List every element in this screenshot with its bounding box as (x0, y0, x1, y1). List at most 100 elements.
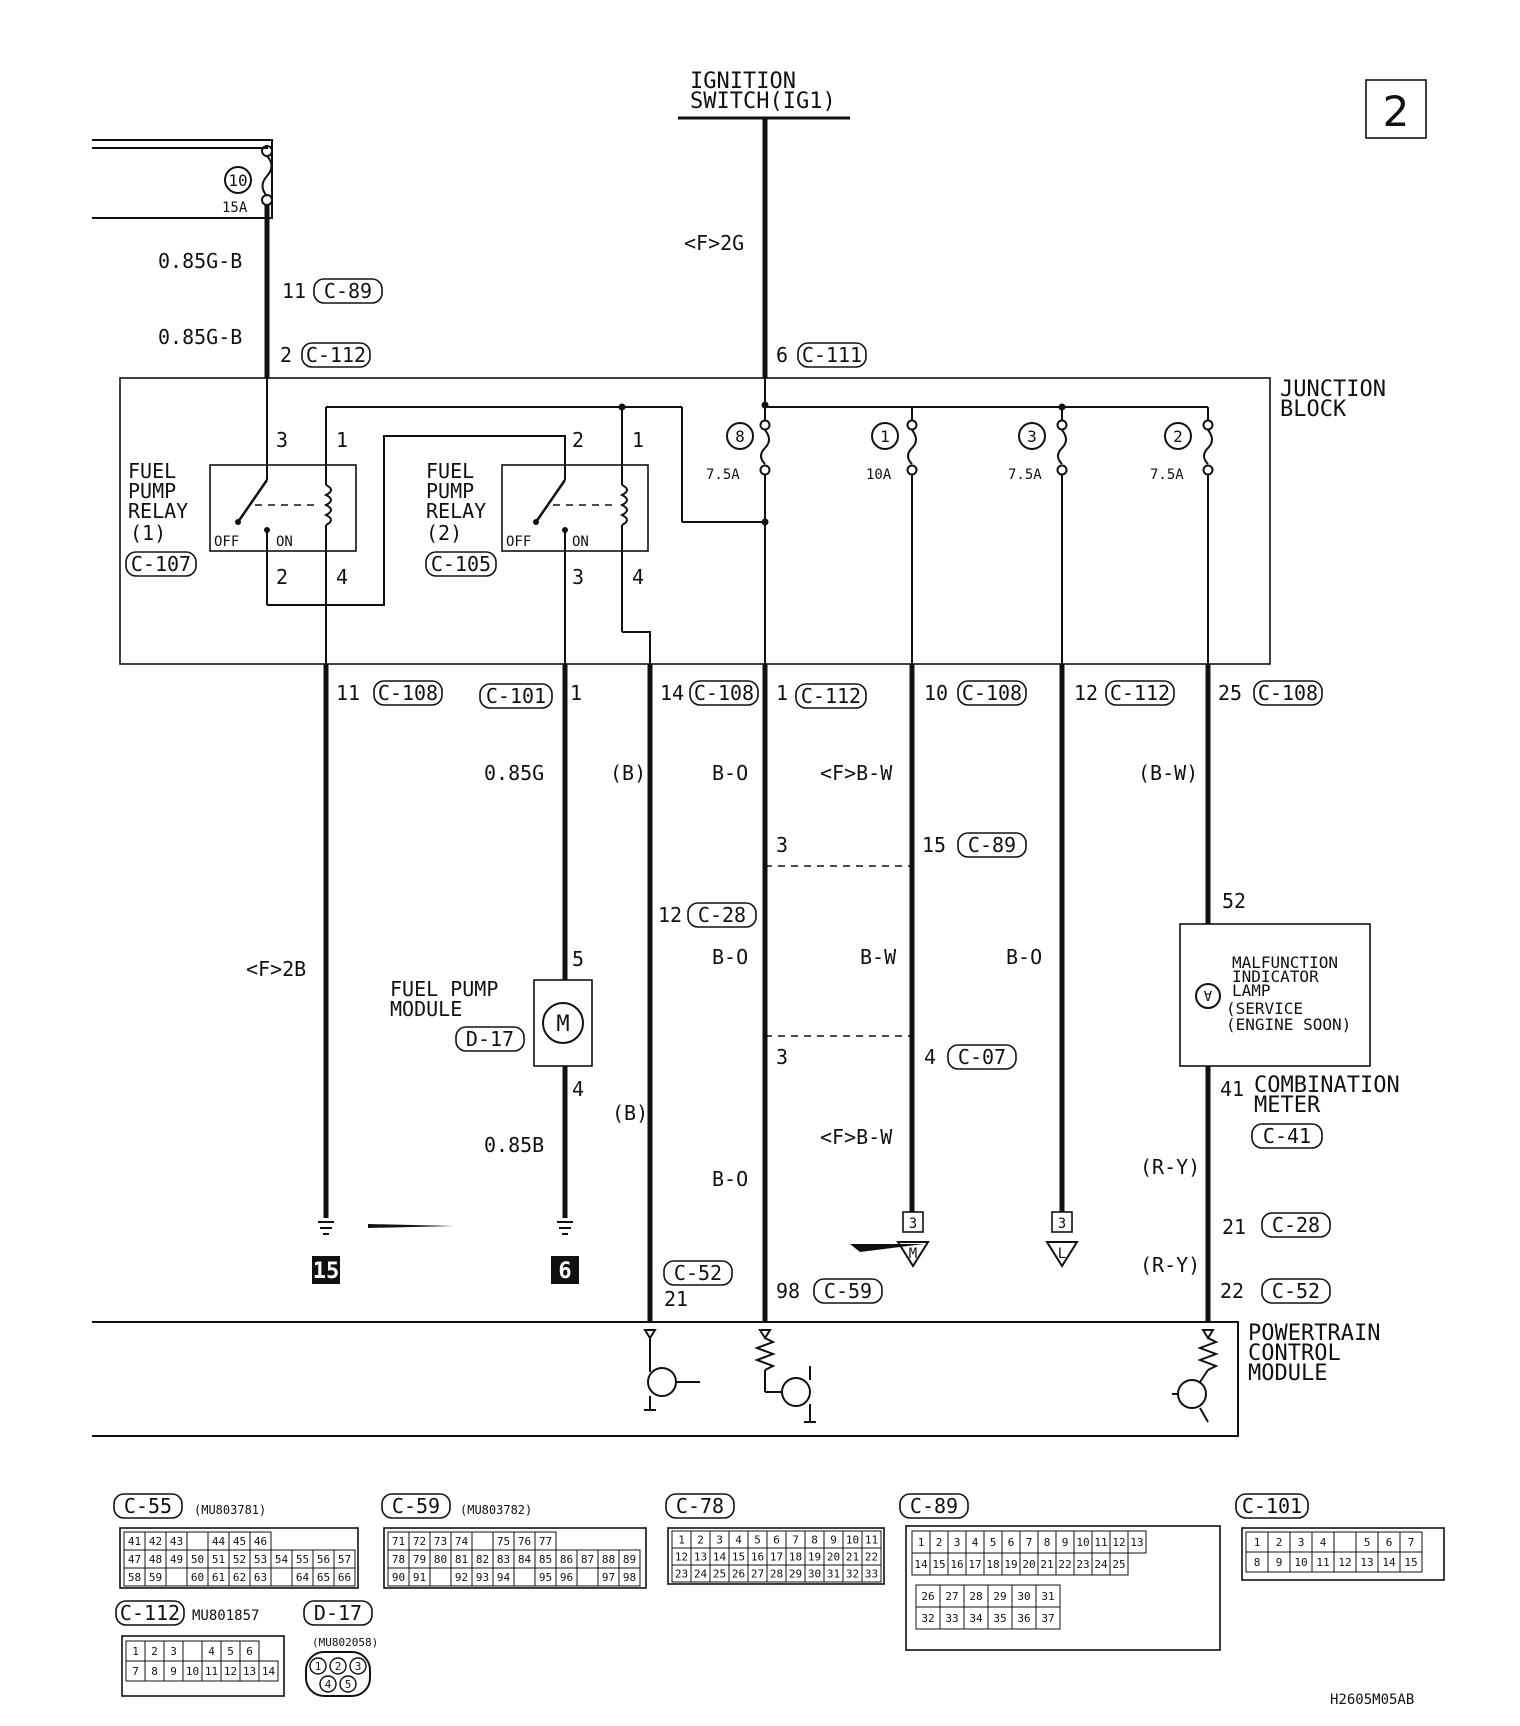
c59-pin: 82 (476, 1553, 489, 1566)
wire-085g-label: 0.85G (484, 761, 544, 785)
d17-pin-circle (329, 1657, 347, 1675)
c89-cell (1127, 1530, 1147, 1554)
c101-pin: 7 (1408, 1536, 1415, 1549)
c55-pin: 48 (149, 1553, 162, 1566)
c89b-cell (1035, 1606, 1061, 1630)
conn-c28-mid-bubble (687, 902, 757, 928)
c59-pin: 72 (413, 1535, 426, 1548)
fpm-motor: M (556, 1012, 569, 1037)
c101-pin: 10 (1294, 1556, 1307, 1569)
c55-pin: 56 (317, 1553, 330, 1566)
c78-pin: 8 (811, 1534, 818, 1547)
ignition-switch-label-1: IGNITION (690, 69, 796, 94)
c55-pin: 50 (191, 1553, 204, 1566)
c59-pin: 86 (560, 1553, 573, 1566)
pcm-conn-1: C-52 (674, 1261, 722, 1285)
c89b-pin: 33 (945, 1612, 958, 1625)
pcm-conn-1-pin: 21 (664, 1287, 688, 1311)
c55-pin: 66 (338, 1571, 351, 1584)
c55-cell (270, 1567, 293, 1587)
c78-pin: 7 (792, 1534, 799, 1547)
relay1-pin3: 3 (276, 428, 288, 452)
c78-pin: 22 (865, 1551, 878, 1564)
c78-label: C-78 (676, 1494, 724, 1518)
fuse10-element (261, 155, 273, 197)
relay1-pin1: 1 (336, 428, 348, 452)
c55-pin: 49 (170, 1553, 183, 1566)
c78-pin: 10 (846, 1534, 859, 1547)
conn-c28-mid-conn: C-28 (698, 903, 746, 927)
wire-f2b-label: <F>2B (246, 957, 306, 981)
c101-pin: 9 (1276, 1556, 1283, 1569)
c59-pin: 73 (434, 1535, 447, 1548)
c89-pin: 8 (1044, 1536, 1051, 1549)
c89-pin: 18 (986, 1558, 999, 1571)
c55-pin: 51 (212, 1553, 225, 1566)
c78-pin: 1 (678, 1534, 685, 1547)
relay2-box (501, 464, 649, 552)
splice-c07-left: 3 (776, 1045, 788, 1069)
relay2-conn: C-105 (431, 552, 491, 576)
c89-pin: 4 (972, 1536, 979, 1549)
page-number: 2 (1383, 87, 1410, 136)
c78-pin: 33 (865, 1568, 878, 1581)
relay1-coil (323, 484, 332, 526)
c78-pin: 6 (773, 1534, 780, 1547)
c112-pin: 14 (262, 1665, 276, 1678)
c101-pin: 1 (1254, 1536, 1261, 1549)
c78-pin: 2 (697, 1534, 704, 1547)
c78-pin: 4 (735, 1534, 742, 1547)
c59-cell (576, 1567, 599, 1587)
pcm-label-2: CONTROL (1248, 1341, 1341, 1366)
mil-box (1179, 923, 1371, 1067)
relay2-pin4-route (622, 631, 651, 664)
c89-pin: 2 (936, 1536, 943, 1549)
fpm-pin-top: 5 (572, 947, 584, 971)
c59-pin: 75 (497, 1535, 510, 1548)
c89b-pin: 29 (993, 1590, 1006, 1603)
fuse1-rating: 10A (866, 467, 892, 483)
fpm-pin-bot: 4 (572, 1077, 584, 1101)
d17-pin: 1 (315, 1660, 322, 1673)
c89-pin: 21 (1040, 1558, 1053, 1571)
c89-pin: 15 (932, 1558, 945, 1571)
wire-ry-label-2: (R-Y) (1140, 1253, 1200, 1277)
c89-pin: 19 (1004, 1558, 1017, 1571)
c78-pin: 18 (789, 1551, 802, 1564)
wire-085gb-label-1: 0.85G-B (158, 249, 242, 273)
relay1-label-4: (1) (130, 521, 166, 545)
bconn-7-pin: 25 (1218, 681, 1242, 705)
bconn-5-bubble (957, 680, 1027, 706)
c59-pin: 88 (602, 1553, 615, 1566)
c112-pin: 6 (246, 1645, 253, 1658)
mil-lamp-glyph: ∀ (1204, 989, 1213, 1005)
fuse8: 8 7.5A (706, 419, 771, 483)
relay2-conn-bubble (425, 551, 497, 577)
c78-pin: 23 (675, 1568, 688, 1581)
c89-pin: 22 (1058, 1558, 1071, 1571)
relay1-label-2: PUMP (128, 479, 176, 503)
c89b-pin: 31 (1041, 1590, 1054, 1603)
c89-pin: 9 (1062, 1536, 1069, 1549)
c78-pin: 16 (751, 1551, 764, 1564)
mil-pin-bot: 41 (1220, 1077, 1244, 1101)
c89b-pin: 37 (1041, 1612, 1054, 1625)
c78-pin: 31 (827, 1568, 840, 1581)
c89-pin: 12 (1112, 1536, 1125, 1549)
mil-text-5: (ENGINE SOON) (1226, 1015, 1351, 1034)
relay2-label-1: FUEL (426, 459, 474, 483)
d17-pin-circle (319, 1675, 337, 1693)
c89b-pin: 27 (945, 1590, 958, 1603)
bconn-4-pin: 1 (776, 681, 788, 705)
c59-pin: 81 (455, 1553, 468, 1566)
c112-cell (182, 1640, 203, 1662)
relay2-switch-arm (534, 479, 567, 523)
c59-pin: 94 (497, 1571, 511, 1584)
fuse3: 3 7.5A (1008, 419, 1068, 483)
pcm-conn-1-bubble (663, 1260, 733, 1286)
splice-c07-bubble (947, 1044, 1017, 1070)
c89b-pin: 28 (969, 1590, 982, 1603)
